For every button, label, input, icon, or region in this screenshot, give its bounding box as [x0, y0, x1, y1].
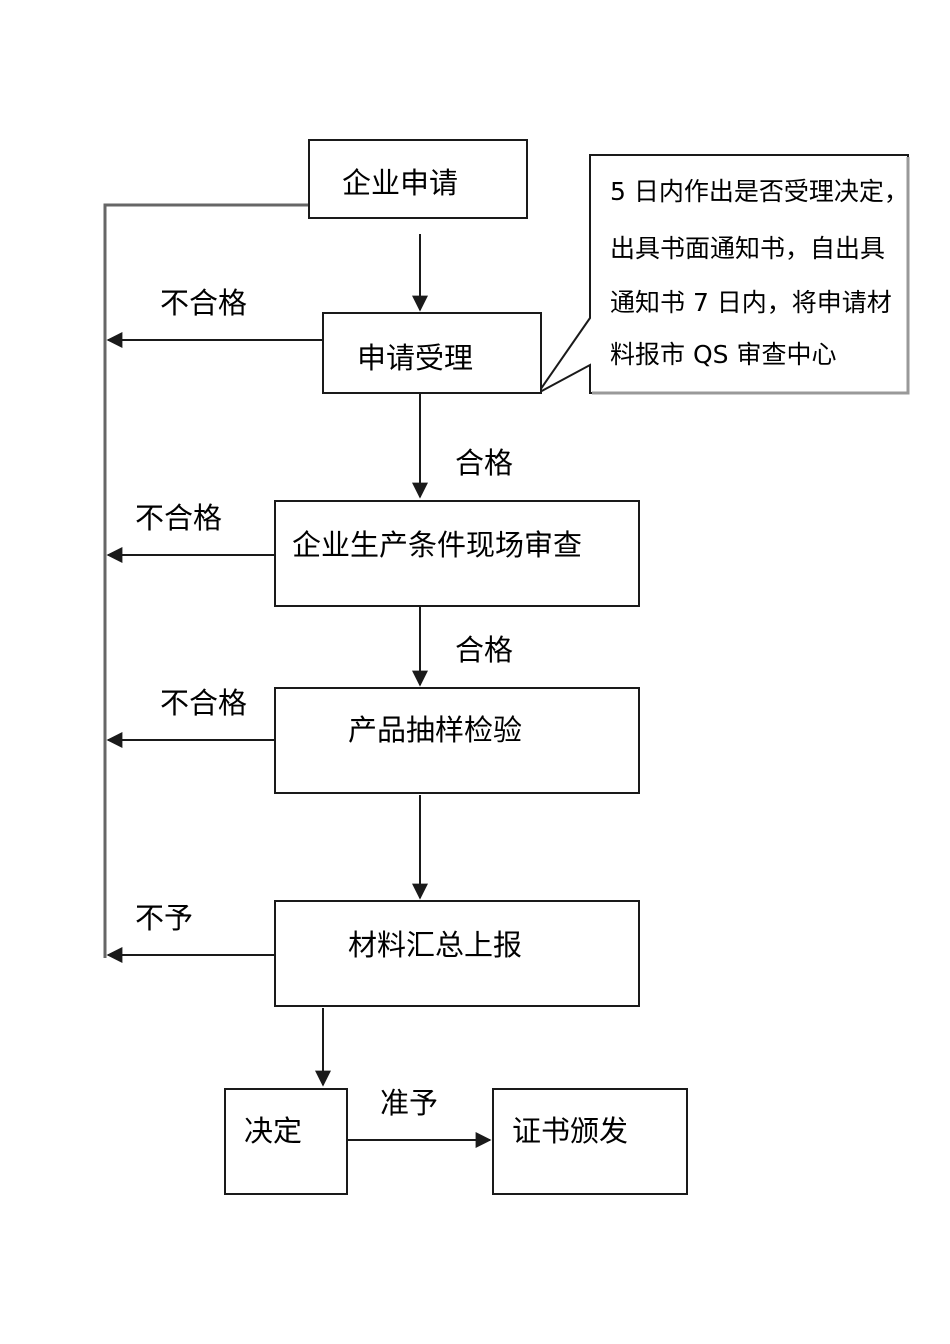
callout-line-1: 5 日内作出是否受理决定， [610, 177, 909, 206]
edge-label-approve: 准予 [380, 1086, 439, 1120]
edge-label-pass-2: 合格 [455, 633, 514, 667]
edge-label-fail-3: 不合格 [160, 686, 248, 720]
node-decision [224, 1088, 348, 1195]
node-inspection [274, 500, 640, 607]
node-sampling [274, 687, 640, 794]
callout-line-4: 料报市 QS 审查中心 [610, 340, 837, 369]
callout-line-2: 出具书面通知书，自出具 [610, 234, 886, 263]
node-acceptance [322, 312, 542, 394]
edge-label-deny: 不予 [135, 901, 194, 935]
node-sampling-label: 产品抽样检验 [348, 713, 523, 747]
node-summary [274, 900, 640, 1007]
node-apply [308, 139, 528, 219]
node-issue [492, 1088, 688, 1195]
callout-line-3: 通知书 7 日内，将申请材 [610, 288, 892, 317]
return-line-vertical [103, 203, 308, 958]
node-issue-label: 证书颁发 [512, 1114, 629, 1148]
node-decision-label: 决定 [244, 1114, 303, 1148]
node-acceptance-label: 申请受理 [357, 341, 474, 375]
node-apply-label: 企业申请 [342, 166, 459, 200]
callout-shadow [592, 157, 910, 395]
edge-label-fail-1: 不合格 [160, 286, 248, 320]
node-inspection-label: 企业生产条件现场审查 [292, 528, 583, 562]
node-summary-label: 材料汇总上报 [348, 928, 523, 962]
edge-label-pass-1: 合格 [455, 446, 514, 480]
edge-label-fail-2: 不合格 [135, 501, 223, 535]
